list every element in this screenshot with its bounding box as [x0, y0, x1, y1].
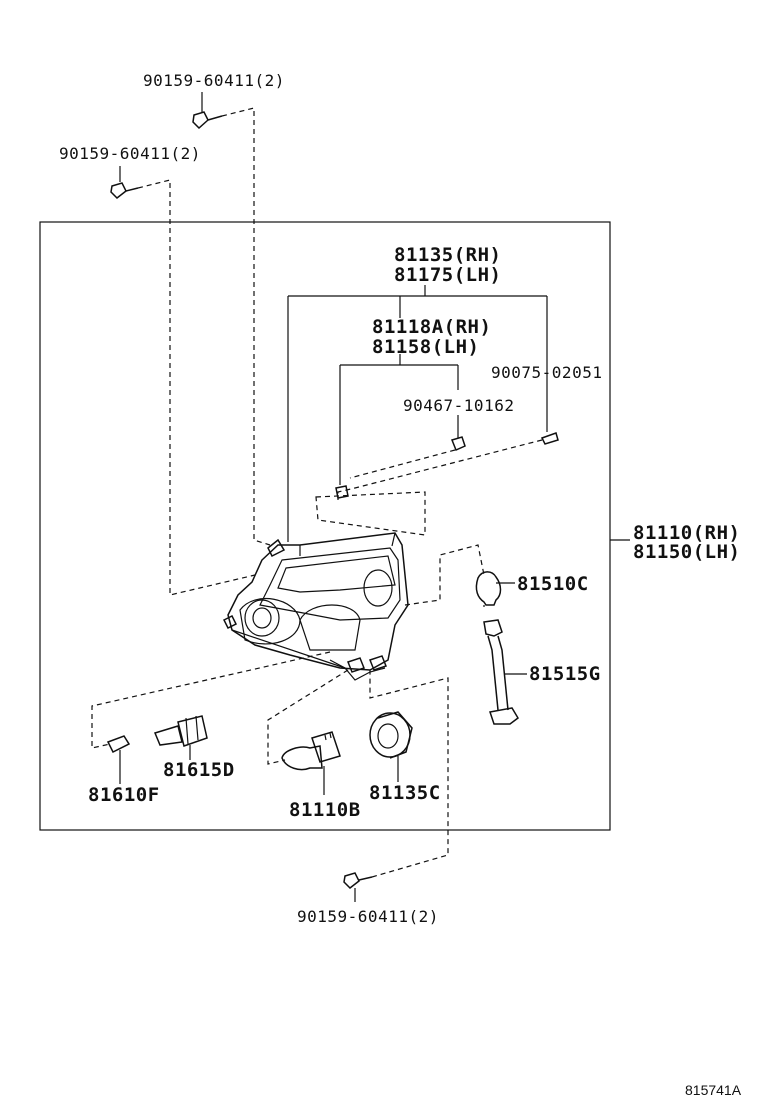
assembly-frame: [39, 221, 611, 831]
label-assy-rh: 81110(RH): [633, 522, 741, 544]
label-bulb-81110b: 81110B: [289, 799, 361, 821]
label-cover-81135c: 81135C: [369, 782, 441, 804]
socket-81615d-drawing: [153, 715, 208, 760]
label-bolt-left: 90159-60411(2): [59, 144, 201, 163]
label-screw-90467: 90467-10162: [403, 396, 515, 415]
reflector-leader: [339, 354, 459, 485]
lower-left-dashed: [91, 651, 331, 749]
cover-81135c-drawing: [369, 711, 413, 782]
bulb-81610f-drawing: [106, 735, 131, 784]
label-bolt-bottom: 90159-60411(2): [297, 907, 439, 926]
bulb-81110b-drawing: [281, 731, 341, 795]
socket-81515g-drawing: [483, 619, 527, 725]
label-reflector-rh: 81118A(RH): [372, 316, 492, 338]
center-dashed: [267, 669, 349, 765]
headlamp-housing: [222, 532, 409, 681]
label-screw-90075: 90075-02051: [491, 363, 603, 382]
label-lens-lh: 81175(LH): [394, 264, 502, 286]
bulb-81510c-drawing: [475, 571, 515, 607]
upper-dashed-box: [315, 491, 426, 536]
screw-90075: [335, 432, 559, 500]
bulb-dashed-box: [404, 544, 485, 606]
bolt-bottom: [343, 670, 449, 902]
label-socket-81615d: 81615D: [163, 759, 235, 781]
label-reflector-lh: 81158(LH): [372, 336, 480, 358]
label-socket-81515g: 81515G: [529, 663, 601, 685]
bolt-left: [110, 166, 256, 596]
diagram-id: 815741A: [685, 1082, 742, 1098]
label-assy-lh: 81150(LH): [633, 541, 741, 563]
label-lens-rh: 81135(RH): [394, 244, 502, 266]
screw-90467: [349, 415, 466, 479]
label-bulb-81610f: 81610F: [88, 784, 160, 806]
label-bolt-top: 90159-60411(2): [143, 71, 285, 90]
lens-leader: [287, 285, 548, 542]
bolt-top: [192, 92, 271, 546]
label-bulb-81510c: 81510C: [517, 573, 589, 595]
